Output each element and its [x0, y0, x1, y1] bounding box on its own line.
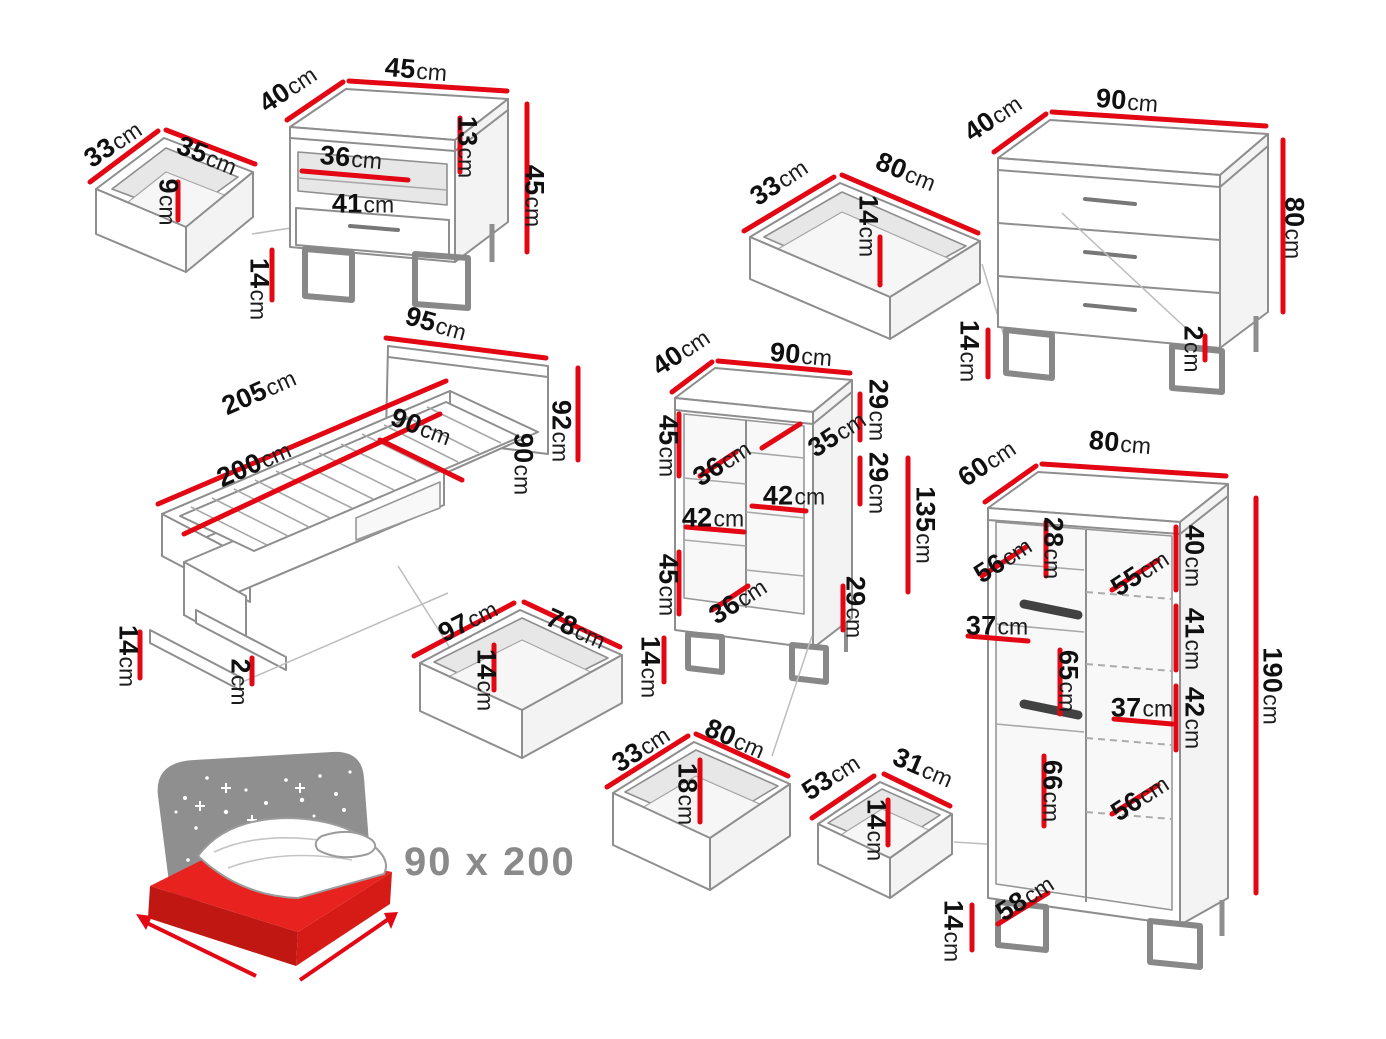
- bookcase-diagram: [661, 358, 911, 757]
- drawer-53x31-diagram: [809, 771, 1113, 899]
- wardrobe-handle: [1019, 599, 1083, 620]
- single-bed-diagram: [137, 335, 581, 691]
- slats-panel: [179, 401, 521, 552]
- underbed-drawer-front: [355, 481, 441, 541]
- wardrobe-diagram: [965, 461, 1259, 970]
- drawer-33x80-bottom-diagram: [604, 731, 791, 891]
- width-arrow-icon: [298, 916, 392, 982]
- mattress-front-right: [296, 872, 392, 966]
- nightstand-diagram: [269, 78, 530, 311]
- underbed-drawer-33x35-diagram: [87, 127, 337, 273]
- mattress-front-left: [148, 886, 298, 966]
- drawer-33x80-top-diagram: [741, 172, 1005, 340]
- pillow: [314, 830, 377, 859]
- bed-size-icon: [136, 751, 398, 982]
- bed-size-label: 90 x 200: [404, 840, 576, 884]
- wardrobe-handle: [1019, 699, 1083, 720]
- slats: [190, 406, 502, 546]
- length-arrow-icon: [144, 920, 257, 978]
- chest-of-drawers-diagram: [985, 109, 1286, 395]
- underbed-drawer-97x78-diagram: [411, 599, 623, 759]
